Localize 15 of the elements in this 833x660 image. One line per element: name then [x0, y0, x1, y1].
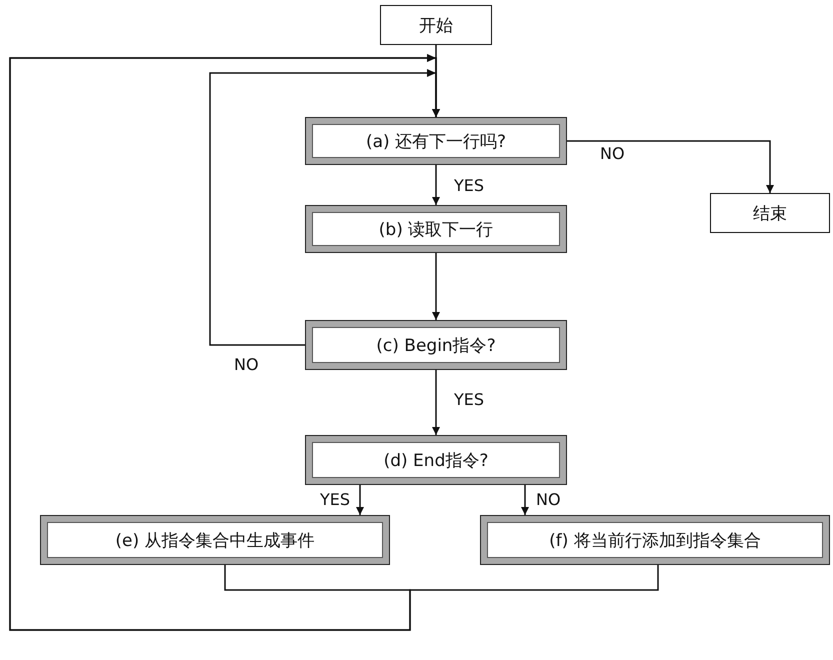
- arrow: [432, 253, 440, 320]
- process-box: (b) 读取下一行: [305, 205, 567, 253]
- end-box: 结束: [710, 193, 830, 233]
- decision-box: (c) Begin指令?: [305, 320, 567, 370]
- arrow: [521, 485, 529, 515]
- arrow: [432, 370, 440, 435]
- arrow: [432, 165, 440, 205]
- decision-box: (d) End指令?: [305, 435, 567, 485]
- decision-box: (a) 还有下一行吗?: [305, 117, 567, 165]
- process-box: (f) 将当前行添加到指令集合: [480, 515, 830, 565]
- process-box: (e) 从指令集合中生成事件: [40, 515, 390, 565]
- start-box: 开始: [380, 5, 492, 45]
- arrow: [567, 140, 774, 193]
- arrow: [356, 485, 364, 515]
- arrow: [9, 54, 659, 631]
